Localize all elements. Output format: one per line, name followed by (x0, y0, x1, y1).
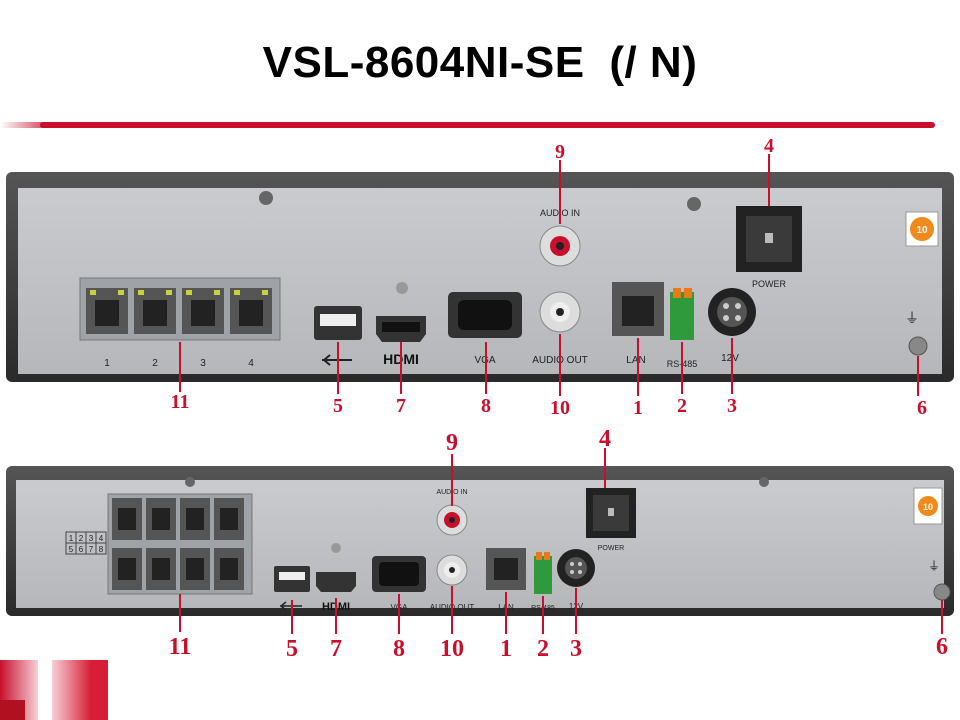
callout-top-9: 9 (555, 141, 565, 163)
bottom-panel: 1 2 3 4 5 6 7 8 (6, 426, 954, 662)
port-number-grid: 1 2 3 4 5 6 7 8 (65, 531, 107, 555)
ground-icon: ⏚ (905, 310, 919, 326)
vga-port-top: VGA (448, 292, 522, 366)
usb-port-top (314, 306, 362, 366)
slide-title: VSL-8604NI-SE (/ N) (0, 38, 960, 88)
callout-bottom-3: 3 (570, 636, 582, 662)
callout-top-10: 10 (550, 397, 570, 419)
warranty-badge-bottom: 10 (913, 487, 943, 525)
callout-top-8: 8 (481, 395, 491, 417)
ground-icon: ⏚ (928, 559, 940, 573)
svg-text:3: 3 (89, 534, 94, 543)
corner-decoration-right (52, 660, 108, 720)
callout-bottom-4: 4 (599, 426, 611, 452)
svg-text:1: 1 (69, 534, 74, 543)
callout-bottom-11: 11 (169, 634, 192, 660)
svg-text:2: 2 (79, 534, 84, 543)
title-model: VSL-8604NI-SE (262, 38, 585, 87)
usb-port-bottom (274, 566, 310, 611)
svg-text:4: 4 (99, 534, 104, 543)
svg-text:7: 7 (89, 545, 94, 554)
power-switch-top: POWER (736, 206, 802, 289)
title-underline (0, 120, 935, 130)
title-suffix: (/ N) (609, 38, 698, 87)
callout-bottom-6: 6 (936, 634, 948, 660)
svg-text:8: 8 (99, 545, 104, 554)
bottom-leader-lines (179, 448, 943, 634)
hdmi-port-top: HDMI (376, 282, 426, 367)
lan-label: LAN (626, 355, 645, 366)
v12-label: 12V (721, 353, 739, 364)
callout-top-11: 11 (171, 391, 190, 413)
port-label-3: 3 (200, 358, 206, 369)
callout-top-3: 3 (727, 395, 737, 417)
svg-text:POWER: POWER (598, 545, 624, 552)
dc-power-jack-top: 12V (708, 288, 756, 364)
top-leader-lines (179, 154, 919, 396)
svg-text:10: 10 (923, 502, 933, 512)
poe-ports-bottom (107, 493, 253, 595)
callout-top-7: 7 (396, 395, 406, 417)
callout-bottom-1: 1 (500, 636, 512, 662)
callout-top-5: 5 (333, 395, 343, 417)
callout-bottom-7: 7 (330, 636, 342, 662)
svg-text:5: 5 (69, 545, 74, 554)
port-label-2: 2 (152, 358, 158, 369)
poe-ports-top: 1 2 3 4 (79, 277, 281, 369)
corner-decoration-base (0, 700, 25, 720)
port-label-4: 4 (248, 358, 254, 369)
hdmi-port-bottom: HDMI (316, 543, 356, 613)
callout-bottom-10: 10 (440, 636, 464, 662)
port-label-1: 1 (104, 358, 110, 369)
power-switch-bottom: POWER (586, 488, 636, 552)
callout-bottom-9: 9 (446, 430, 458, 456)
callout-bottom-2: 2 (537, 636, 549, 662)
svg-text:10: 10 (916, 225, 928, 236)
callout-top-6: 6 (917, 397, 927, 419)
top-panel: 1 2 3 4 HDMI VGA AUDIO IN (6, 135, 954, 419)
callout-top-4: 4 (764, 135, 774, 157)
callout-bottom-5: 5 (286, 636, 298, 662)
vga-port-bottom: VGA (372, 556, 426, 612)
callout-top-1: 1 (633, 397, 643, 419)
lan-port-top: LAN (612, 282, 664, 366)
ground-screw-top: ⏚ (905, 310, 928, 356)
callout-top-2: 2 (677, 395, 687, 417)
warranty-badge-top: 10 (905, 211, 939, 247)
callout-bottom-8: 8 (393, 636, 405, 662)
power-label: POWER (752, 279, 787, 289)
svg-text:6: 6 (79, 545, 84, 554)
